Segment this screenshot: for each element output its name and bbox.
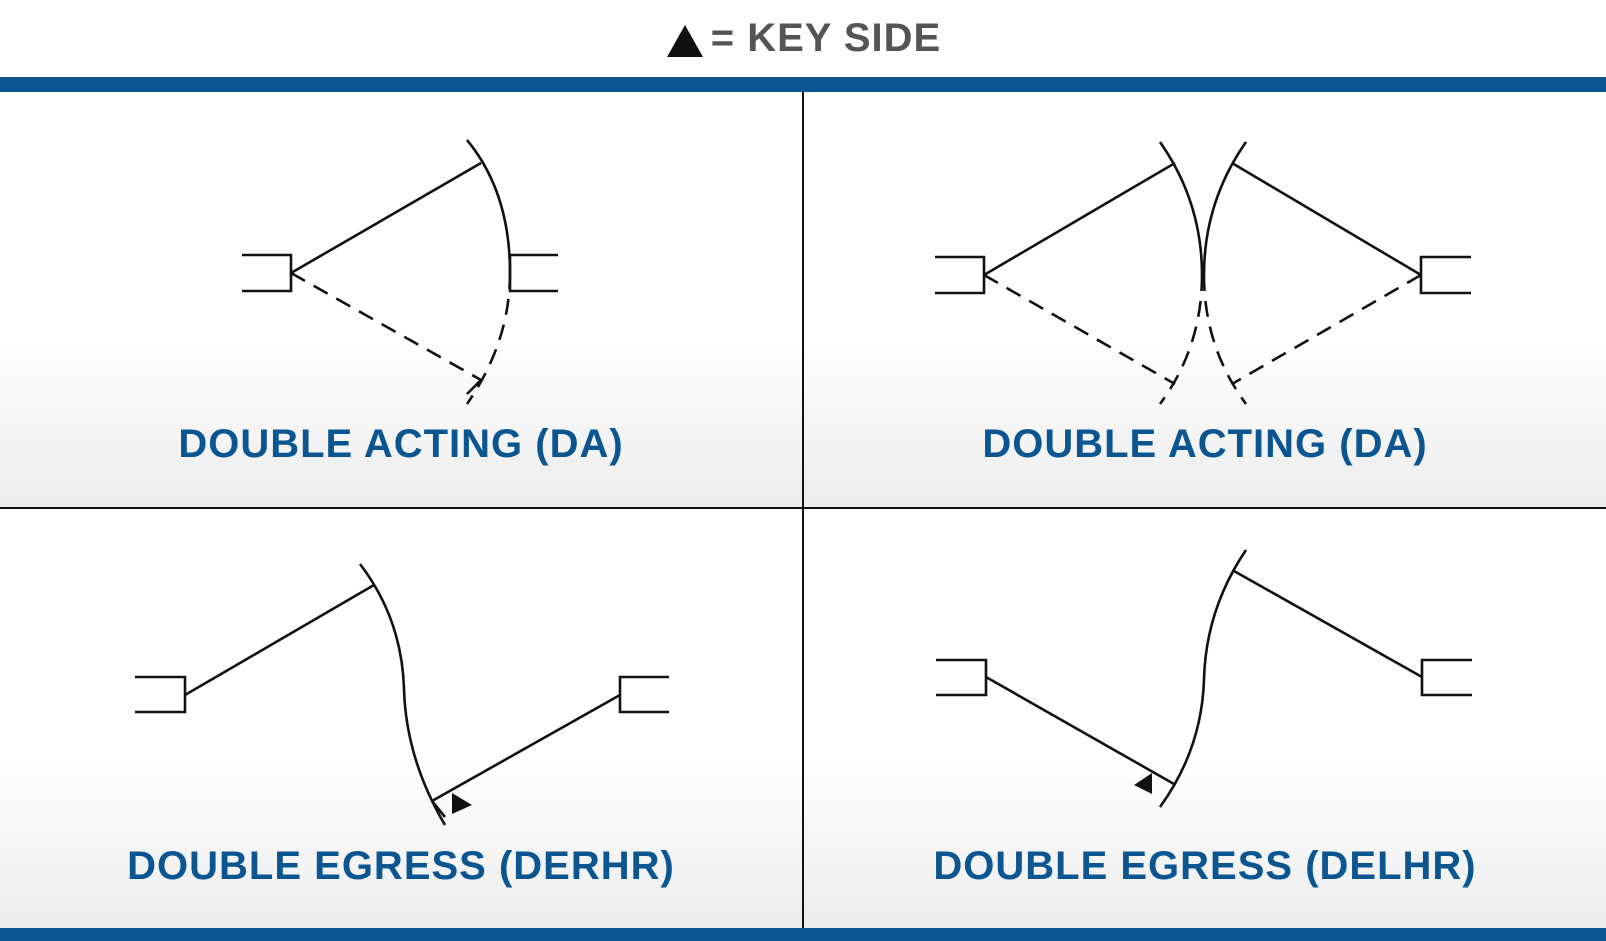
left-jamb-bracket: [935, 255, 986, 295]
right-jamb-bracket: [1420, 658, 1472, 697]
panel-double-egress-delhr: DOUBLE EGRESS (DELHR): [804, 509, 1606, 928]
key-side-triangle-icon: [1134, 773, 1152, 794]
panel-label: DOUBLE ACTING (DA): [178, 422, 624, 466]
legend-text: = KEY SIDE: [710, 16, 942, 60]
left-arc-upper: [1158, 141, 1204, 276]
left-jamb-bracket: [135, 675, 187, 714]
door-leaf-open: [290, 161, 482, 275]
right-arc-lower: [1202, 274, 1248, 405]
bottom-divider-bar: [0, 928, 1606, 941]
key-side-legend: = KEY SIDE: [0, 0, 1606, 77]
upper-leaf: [184, 583, 375, 697]
right-arc-upper: [1202, 141, 1248, 276]
key-side-triangle-icon: [666, 24, 703, 57]
lower-leaf: [431, 693, 621, 803]
door-leaf-swing: [290, 271, 482, 382]
panel-double-acting-pair: DOUBLE ACTING (DA): [804, 92, 1606, 507]
double-egress-derhr-diagram: [135, 563, 669, 826]
upper-leaf: [1233, 569, 1423, 679]
panel-label: DOUBLE EGRESS (DERHR): [127, 844, 675, 888]
panel-double-acting-single: DOUBLE ACTING (DA): [0, 92, 802, 507]
horizontal-divider: [0, 507, 1606, 509]
double-acting-pair-diagram: [935, 141, 1471, 405]
panel-label: DOUBLE EGRESS (DELHR): [933, 844, 1477, 888]
left-leaf-open: [983, 161, 1176, 277]
double-egress-delhr-diagram: [936, 549, 1472, 808]
panel-double-egress-derhr: DOUBLE EGRESS (DERHR): [0, 509, 802, 928]
left-jamb-bracket: [242, 253, 293, 293]
double-acting-single-diagram: [242, 139, 558, 405]
vertical-divider: [802, 92, 804, 928]
s-swing-arc: [1158, 549, 1248, 808]
left-arc-lower: [1158, 274, 1204, 405]
s-swing-arc: [358, 563, 447, 826]
key-side-triangle-icon: [452, 793, 472, 814]
swing-arc-lower: [465, 272, 512, 405]
left-jamb-bracket: [936, 658, 988, 697]
left-leaf-swing: [983, 273, 1176, 386]
right-leaf-swing: [1231, 273, 1422, 386]
panel-label: DOUBLE ACTING (DA): [982, 422, 1428, 466]
right-jamb-bracket: [1419, 255, 1471, 295]
right-leaf-open: [1231, 161, 1422, 277]
swing-arc-upper: [465, 139, 512, 274]
lower-leaf: [985, 675, 1175, 786]
top-divider-bar: [0, 77, 1606, 92]
right-jamb-bracket: [508, 253, 558, 293]
right-jamb-bracket: [618, 675, 669, 714]
